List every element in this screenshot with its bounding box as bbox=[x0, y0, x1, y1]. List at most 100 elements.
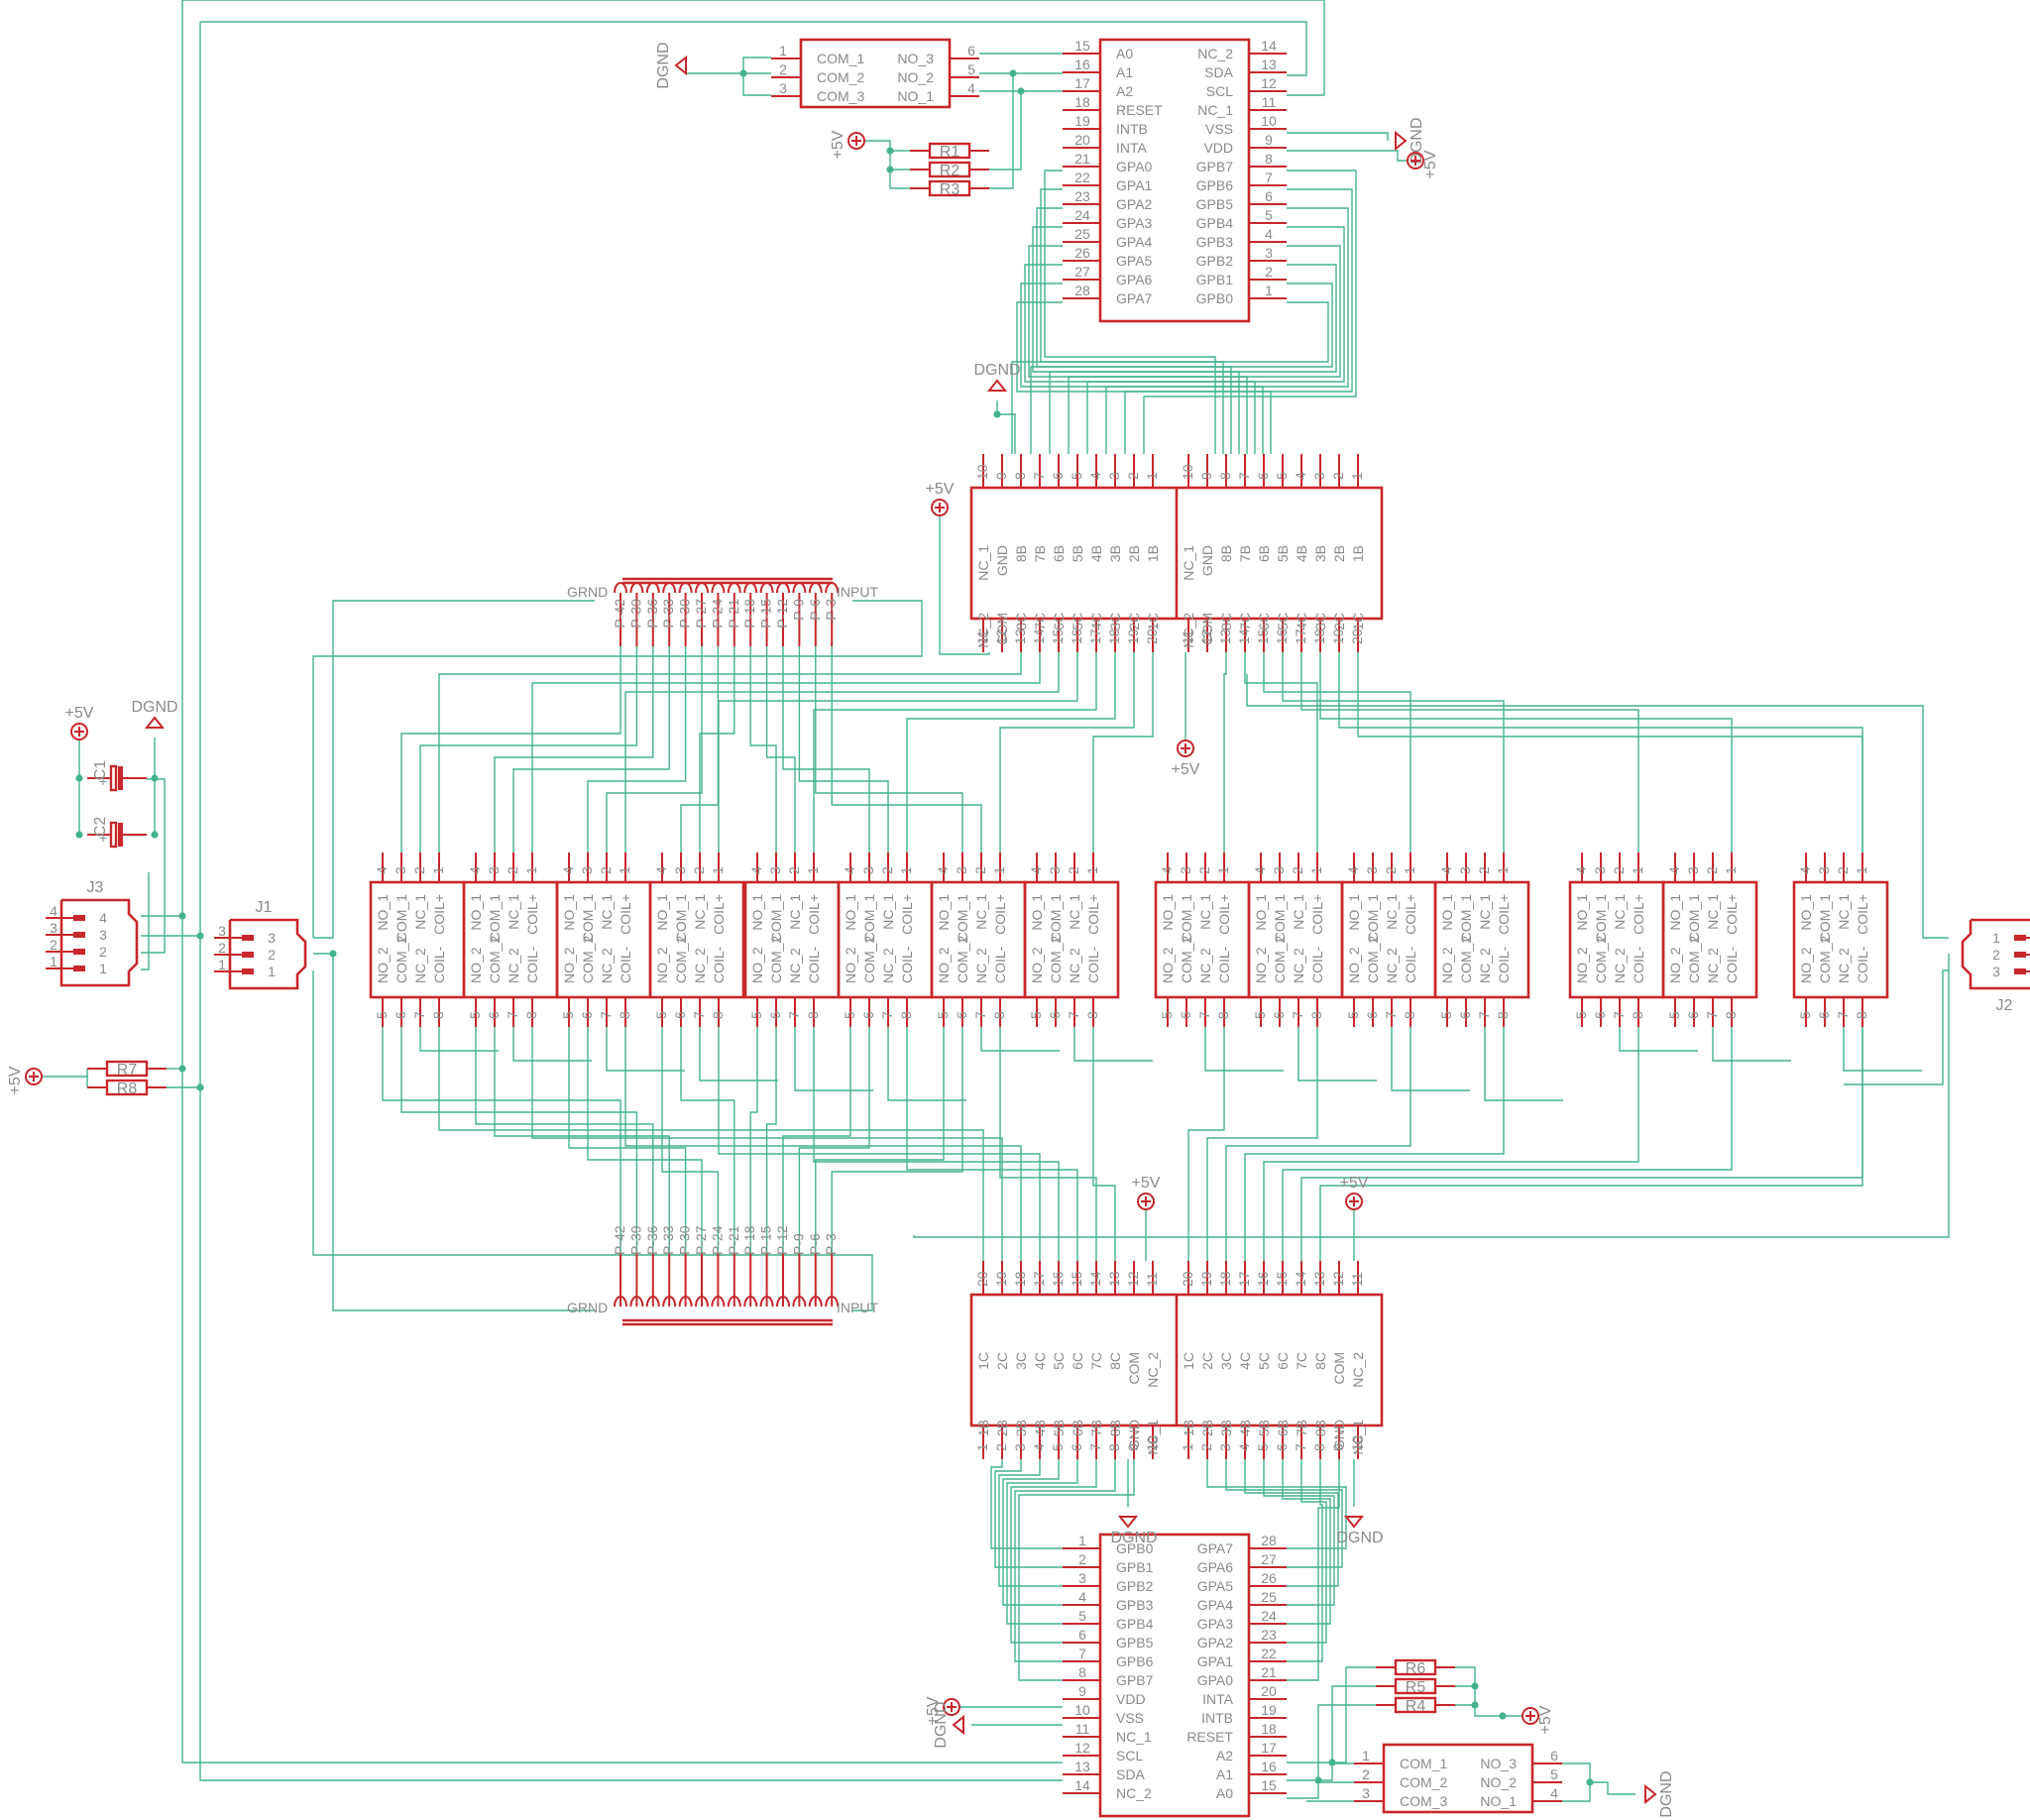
pin-number: 11 bbox=[1180, 629, 1195, 644]
pin-name: 1B bbox=[1145, 545, 1161, 562]
pin-number: 5 bbox=[1573, 1011, 1589, 1019]
connector-pad bbox=[242, 968, 254, 974]
pin-name: 5C bbox=[1070, 613, 1085, 630]
pin-name: NO_1 bbox=[1160, 894, 1176, 931]
j1-pin3 bbox=[313, 600, 595, 939]
pin-name: RESET bbox=[1186, 1729, 1233, 1745]
pin-name: COIL+ bbox=[1631, 894, 1646, 935]
relay-bottom-link-14 bbox=[1843, 1027, 1922, 1072]
pin-name: GPB3 bbox=[1116, 1597, 1154, 1613]
pin-name: GPB6 bbox=[1116, 1653, 1154, 1669]
pin-number: 2 bbox=[411, 866, 427, 874]
pin-number: 5 bbox=[1255, 1443, 1271, 1451]
driver-bottom-to-gpb-6 bbox=[1014, 1459, 1116, 1662]
pin-number: 16 bbox=[1069, 628, 1084, 644]
pin-number: 2 bbox=[1066, 866, 1081, 874]
pin-name: NO_2 bbox=[936, 947, 952, 983]
pin-number: 7 bbox=[1236, 472, 1252, 480]
pin-number: 7 bbox=[598, 1011, 614, 1019]
pin-name: 5B bbox=[1051, 1420, 1067, 1436]
bus-pin-loop bbox=[711, 582, 726, 594]
pin-name: 3C bbox=[1218, 1352, 1234, 1370]
bus-pin-loop bbox=[678, 582, 693, 594]
chip-body bbox=[1098, 38, 1251, 323]
resistor-r5: R5 bbox=[1376, 1677, 1455, 1696]
pin-number: 6 bbox=[860, 1011, 876, 1019]
cap-label: C1 bbox=[92, 760, 109, 781]
driver-top-out-13 bbox=[1319, 652, 1733, 853]
resistor-r6: R6 bbox=[1376, 1658, 1455, 1677]
bus-bottom-to-relay-6 bbox=[661, 1027, 720, 1253]
pin-number: 3 bbox=[1362, 1785, 1370, 1801]
pin-number: 8 bbox=[1012, 472, 1028, 480]
pin-number: 22 bbox=[1074, 170, 1090, 185]
connector-body bbox=[228, 918, 307, 990]
gpb-to-driver-1 bbox=[1124, 188, 1353, 454]
pin-number: 1 bbox=[710, 866, 726, 874]
pin-number: 1 bbox=[1215, 866, 1231, 874]
pin-number: 7 bbox=[691, 1011, 707, 1019]
pin-number: 2 bbox=[1330, 472, 1346, 480]
pin-number: 6 bbox=[954, 1011, 969, 1019]
bus-bottom-to-relay-1 bbox=[400, 1027, 638, 1253]
pin-name: GPA3 bbox=[1197, 1616, 1234, 1632]
pin-label: P-18 bbox=[741, 599, 757, 628]
pin-name: COM_2 bbox=[955, 936, 970, 983]
relay-bottom-link-9 bbox=[1297, 1027, 1377, 1081]
pin-number: 7 bbox=[411, 1011, 427, 1019]
resistor-r4: R4 bbox=[1376, 1696, 1455, 1715]
pin-number: 5 bbox=[1159, 1011, 1175, 1019]
pin-name: NO_2 bbox=[468, 947, 484, 983]
resistor-body bbox=[928, 161, 971, 178]
bus-right-label: INPUT bbox=[837, 1300, 878, 1315]
pin-name: SCL bbox=[1206, 83, 1233, 99]
pin-number: 3 bbox=[268, 930, 276, 946]
pin-name: COIL+ bbox=[992, 894, 1008, 935]
pin-name: 8C bbox=[1312, 1352, 1328, 1370]
pin-name: NO_1 bbox=[1574, 894, 1590, 931]
pin-number: 4 bbox=[1236, 1443, 1252, 1451]
bus-bottom-to-relay-9 bbox=[765, 1027, 777, 1253]
pin-number: 13 bbox=[1217, 628, 1233, 644]
pin-name: 2B bbox=[1199, 1420, 1215, 1436]
pin-name: NC_1 bbox=[692, 894, 708, 930]
pin-name: SDA bbox=[1116, 1766, 1145, 1782]
bus-bottom-to-relay-11 bbox=[798, 1027, 870, 1253]
bus-bottom-to-relay-10 bbox=[782, 1027, 851, 1253]
ground-label: DGND bbox=[1110, 1530, 1157, 1546]
pin-label: P-24 bbox=[709, 599, 725, 628]
pin-number: 15 bbox=[1274, 1271, 1290, 1287]
ground-symbol: DGND bbox=[131, 699, 178, 729]
pin-number: 7 bbox=[1087, 1443, 1103, 1451]
pin-number: 18 bbox=[1074, 94, 1090, 110]
pin-name: NC_2 bbox=[1197, 46, 1233, 61]
pin-number: 19 bbox=[1198, 1271, 1214, 1287]
vcc-circle bbox=[931, 499, 949, 516]
dip-bottom-gnd bbox=[1590, 1781, 1635, 1795]
pin-name: COIL+ bbox=[806, 894, 822, 935]
driver-bottom-to-gpb-2 bbox=[998, 1459, 1063, 1587]
pin-number: 1 bbox=[430, 866, 446, 874]
pin-name: INTA bbox=[1116, 140, 1148, 156]
pin-name: COIL- bbox=[1403, 946, 1418, 983]
pin-number: 15 bbox=[1074, 38, 1090, 54]
driver-top-out-12 bbox=[1300, 652, 1639, 853]
pin-name: COIL- bbox=[431, 946, 447, 983]
pin-name: 5B bbox=[1256, 1420, 1272, 1436]
pin-number: 18 bbox=[1261, 1721, 1277, 1737]
pin-name: COM_1 bbox=[394, 894, 409, 942]
ground-label: DGND bbox=[131, 699, 177, 716]
driver-top-out-6 bbox=[999, 652, 1135, 853]
pin-number: 11 bbox=[1262, 94, 1277, 110]
pin-name: A2 bbox=[1216, 1748, 1233, 1763]
pin-number: 8 bbox=[805, 1011, 821, 1019]
pin-name: NO_2 bbox=[1346, 947, 1362, 983]
pin-name: NC_2 bbox=[692, 948, 708, 983]
pin-name: GND bbox=[1331, 1420, 1347, 1450]
driver-top-out-9 bbox=[1244, 652, 1318, 853]
pin-name: NC_2 bbox=[412, 948, 428, 983]
pin-name: NC_2 bbox=[880, 948, 896, 983]
pin-number: 8 bbox=[1217, 472, 1233, 480]
pin-name: NC_2 bbox=[1612, 948, 1628, 983]
driver-bottom-in-6 bbox=[999, 1027, 1097, 1261]
